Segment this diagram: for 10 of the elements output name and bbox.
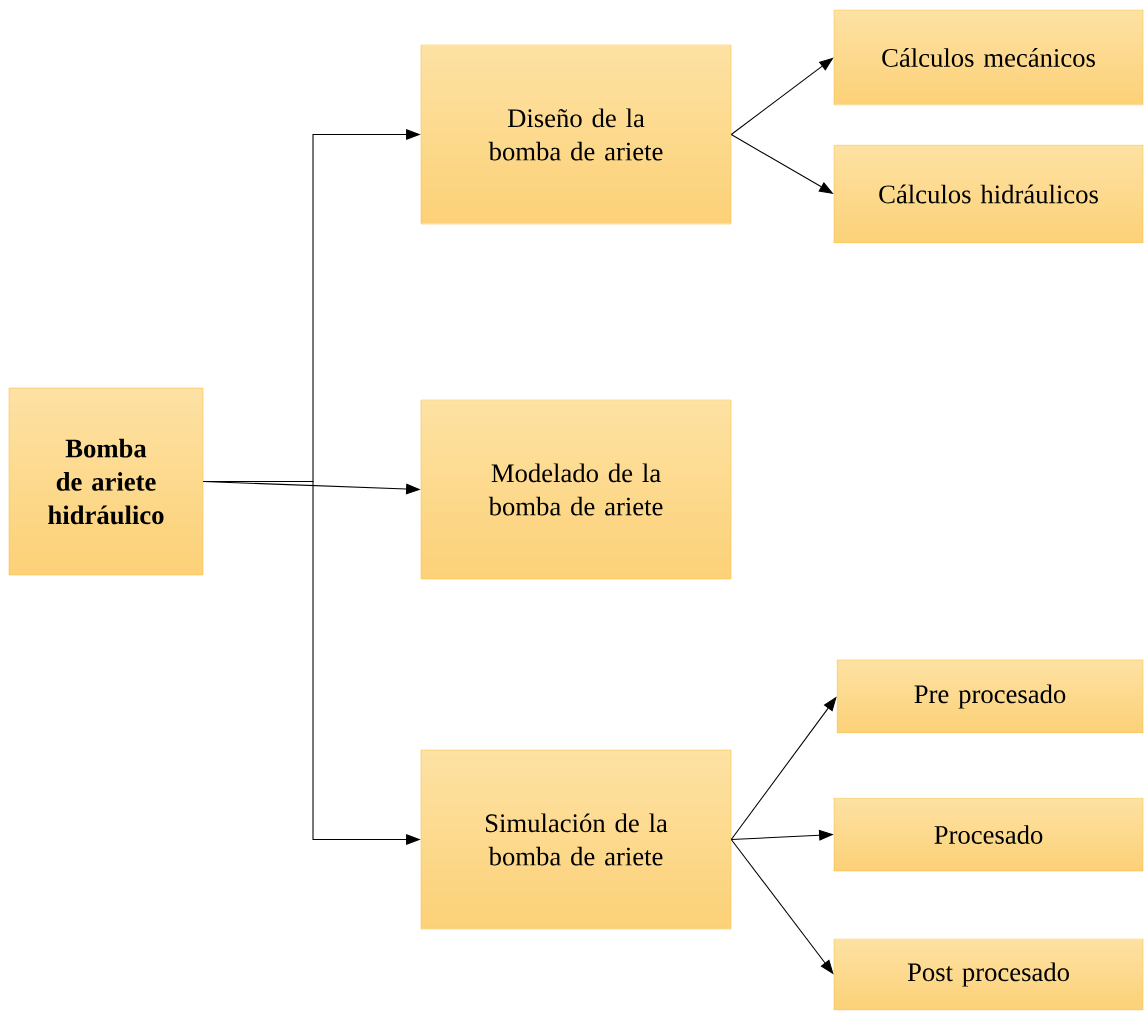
process-box: Diseño de la bomba de ariete (420, 44, 732, 225)
process-box: Modelado de la bomba de ariete (420, 399, 732, 580)
process-box: Pre procesado (836, 659, 1144, 734)
arrow (730, 57, 834, 136)
process-box: Post procesado (833, 938, 1144, 1011)
process-box: Procesado (833, 797, 1144, 872)
process-box: Simulación de la bomba de ariete (420, 749, 732, 930)
process-box: Cálculos mecánicos (833, 9, 1144, 106)
process-box: Cálculos hidráulicos (833, 144, 1144, 244)
process-box: Bomba de ariete hidráulico (8, 387, 204, 576)
